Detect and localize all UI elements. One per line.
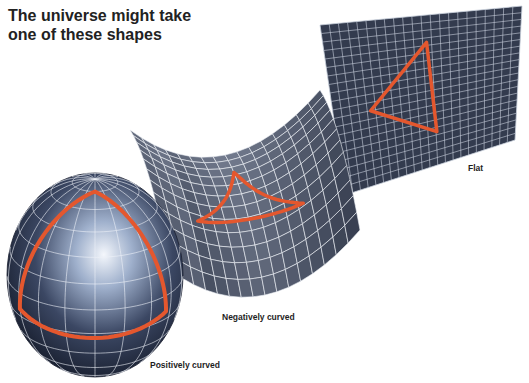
- grid-line: [330, 60, 519, 93]
- positive-label: Positively curved: [150, 360, 220, 370]
- grid-line: [331, 66, 519, 101]
- title: The universe might take one of these sha…: [8, 6, 213, 44]
- flat-label: Flat: [468, 163, 483, 173]
- sphere-body: [7, 173, 183, 377]
- triangle: [20, 192, 166, 339]
- grid-line: [343, 127, 516, 178]
- negative-label: Negatively curved: [222, 312, 295, 322]
- grid-line: [95, 179, 96, 377]
- grid-line: [321, 13, 521, 34]
- saddle-cell: [345, 212, 360, 243]
- grid-line: [334, 80, 518, 119]
- triangle: [371, 42, 437, 131]
- grid-line: [344, 133, 516, 186]
- flat-plane: [320, 6, 522, 195]
- grid-line: [95, 173, 96, 179]
- triangle: [198, 173, 304, 223]
- grid-line: [335, 86, 518, 127]
- grid-line: [95, 174, 106, 179]
- grid-line: [19, 179, 95, 363]
- sphere: [7, 173, 183, 377]
- plane-sheet: [320, 6, 522, 195]
- grid-line: [340, 113, 516, 161]
- grid-line: [329, 53, 520, 85]
- grid-line: [95, 179, 152, 372]
- grid-line: [333, 73, 519, 110]
- grid-line: [95, 178, 140, 188]
